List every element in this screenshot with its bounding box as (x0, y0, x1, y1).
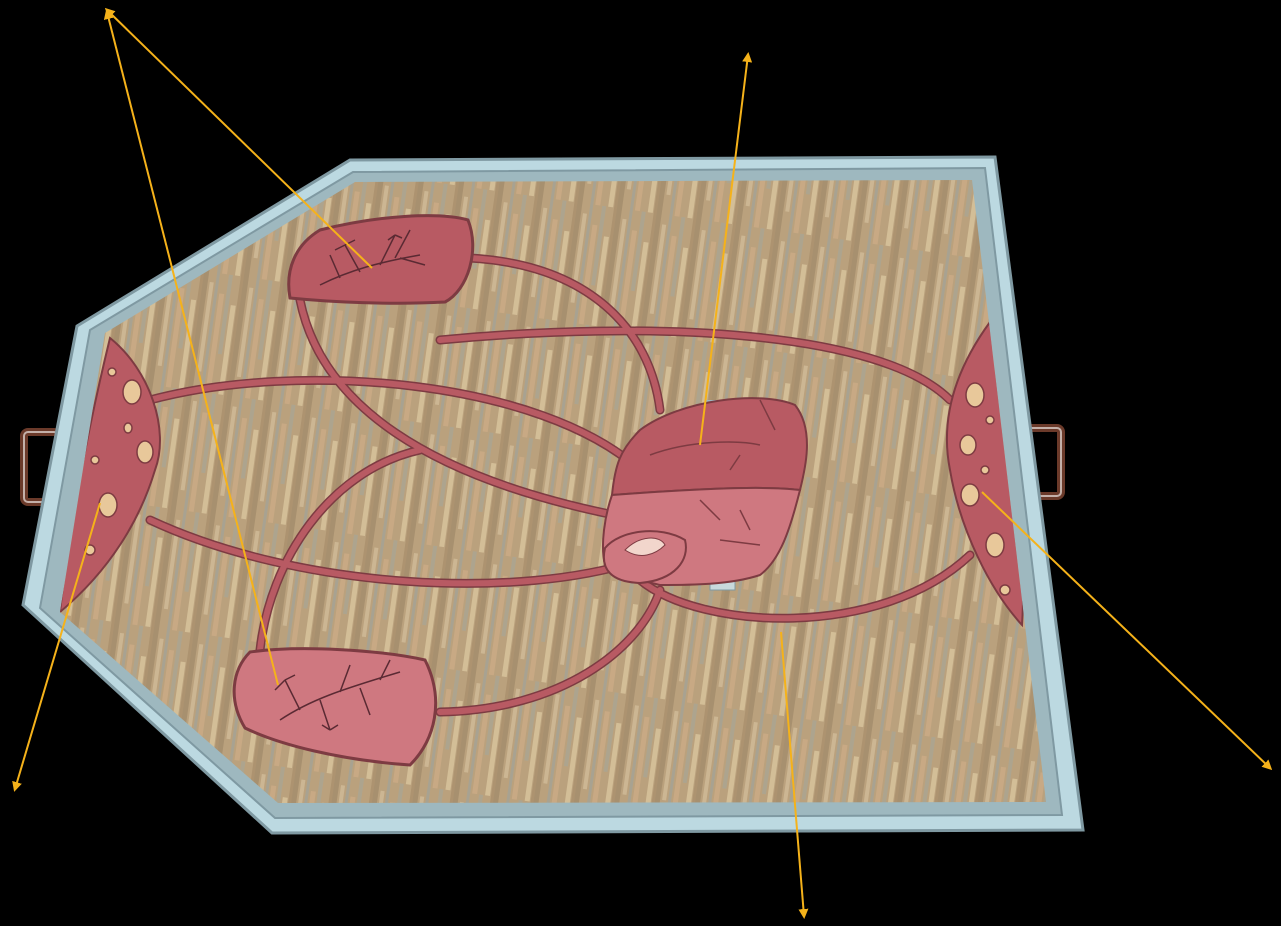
arrow-lung-lower (103, 9, 279, 686)
lung-lower (232, 647, 438, 767)
arrow-bone-left (12, 502, 101, 792)
annotation-arrows (12, 7, 1273, 919)
blood-vessels (145, 253, 975, 717)
heart (602, 397, 808, 591)
arrow-lung-upper (104, 7, 373, 269)
arrow-vessel (780, 631, 809, 919)
lung-upper (287, 214, 475, 305)
arrow-heart (699, 52, 753, 446)
arrow-bone-right (981, 491, 1273, 771)
